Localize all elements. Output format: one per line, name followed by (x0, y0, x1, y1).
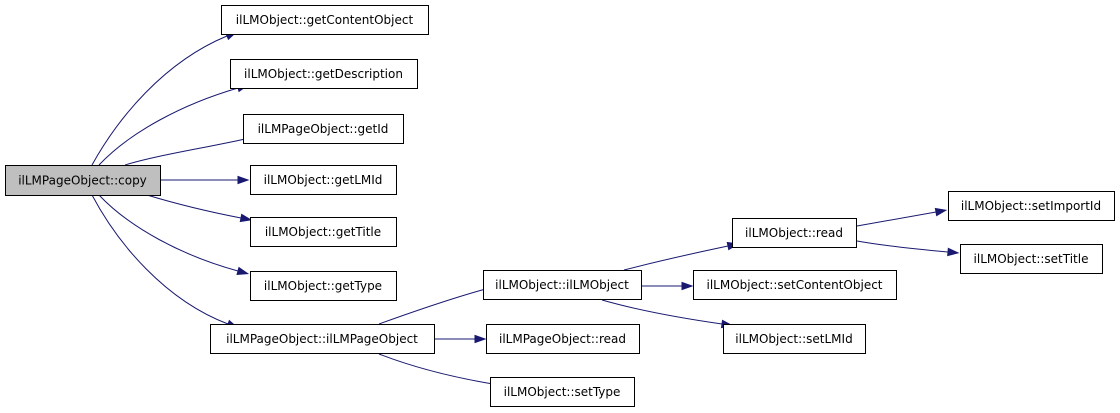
arrowhead-icon (236, 266, 250, 276)
node-label: ilLMObject::read (745, 226, 843, 240)
node-label: ilLMObject::setTitle (974, 252, 1089, 266)
node-n2[interactable]: ilLMObject::getDescription (230, 59, 418, 89)
node-label: ilLMObject::setLMId (735, 332, 852, 346)
nodes-layer: ilLMPageObject::copy ilLMObject::getConte… (5, 5, 1115, 407)
edge-root-to-n6 (98, 194, 250, 276)
edge-line (378, 353, 494, 385)
node-box (230, 59, 418, 89)
node-root[interactable]: ilLMPageObject::copy (5, 165, 161, 196)
node-n15[interactable]: ilLMObject::setTitle (960, 244, 1103, 274)
node-box (250, 271, 397, 301)
edge-line (601, 299, 723, 325)
node-label: ilLMPageObject::ilLMPageObject (226, 332, 418, 346)
node-label: ilLMObject::getDescription (244, 67, 403, 81)
edge-line (98, 87, 239, 166)
arrowhead-icon (237, 175, 250, 185)
arrowhead-icon (681, 281, 694, 291)
node-box (250, 217, 397, 247)
node-n6[interactable]: ilLMObject::getType (250, 271, 397, 301)
node-box (221, 5, 429, 35)
edge-n11-to-n14 (856, 207, 948, 227)
edge-line (856, 240, 949, 253)
node-label: ilLMObject::setContentObject (706, 278, 882, 292)
edge-line (98, 194, 239, 272)
arrowhead-icon (947, 247, 960, 257)
edge-n8-to-n12 (641, 281, 694, 291)
node-label: ilLMObject::ilLMObject (495, 278, 629, 292)
edge-n8-to-n11 (623, 241, 740, 271)
edge-line (856, 211, 937, 227)
node-n13[interactable]: ilLMObject::setLMId (723, 324, 866, 354)
edge-line (378, 286, 494, 325)
node-box (732, 218, 857, 248)
node-n14[interactable]: ilLMObject::setImportId (948, 191, 1115, 221)
node-box (483, 270, 642, 300)
node-label: ilLMObject::getContentObject (236, 13, 414, 27)
node-n8[interactable]: ilLMObject::ilLMObject (483, 270, 642, 300)
edge-line (146, 194, 242, 219)
node-n12[interactable]: ilLMObject::setContentObject (693, 270, 897, 300)
edge-n7-to-n10 (378, 353, 505, 389)
node-n5[interactable]: ilLMObject::getTitle (250, 217, 397, 247)
edge-line (124, 138, 246, 166)
node-label: ilLMObject::setType (504, 385, 621, 399)
edge-line (623, 245, 729, 271)
arrowhead-icon (239, 213, 253, 223)
node-label: ilLMObject::getLMId (264, 173, 383, 187)
node-box (486, 324, 640, 354)
node-box (210, 324, 435, 354)
edge-root-to-n7 (91, 194, 239, 329)
node-box (5, 165, 161, 196)
node-n11[interactable]: ilLMObject::read (732, 218, 857, 248)
edge-root-to-n2 (98, 83, 250, 166)
node-box (693, 270, 897, 300)
edge-root-to-n3 (124, 134, 257, 166)
arrowhead-icon (934, 207, 948, 217)
node-n10[interactable]: ilLMObject::setType (490, 377, 635, 407)
node-label: ilLMPageObject::copy (18, 174, 147, 188)
node-n1[interactable]: ilLMObject::getContentObject (221, 5, 429, 35)
node-box (490, 377, 635, 407)
edge-n11-to-n15 (856, 240, 960, 257)
node-box (723, 324, 866, 354)
node-label: ilLMPageObject::read (499, 332, 626, 346)
node-n7[interactable]: ilLMPageObject::ilLMPageObject (210, 324, 435, 354)
node-n4[interactable]: ilLMObject::getLMId (250, 165, 397, 195)
edge-n7-to-n9 (434, 334, 487, 344)
node-label: ilLMObject::getType (264, 279, 382, 293)
edge-line (91, 35, 228, 166)
node-n9[interactable]: ilLMPageObject::read (486, 324, 640, 354)
edge-root-to-n5 (146, 194, 253, 223)
edge-n8-to-n13 (601, 299, 734, 329)
node-box (250, 165, 397, 195)
edge-line (91, 194, 229, 325)
edge-root-to-n4 (160, 175, 250, 185)
node-label: ilLMObject::setImportId (961, 199, 1101, 213)
arrowhead-icon (474, 334, 487, 344)
node-n3[interactable]: ilLMPageObject::getId (243, 114, 404, 144)
node-label: ilLMPageObject::getId (258, 122, 389, 136)
node-label: ilLMObject::getTitle (265, 225, 381, 239)
node-box (948, 191, 1115, 221)
node-box (243, 114, 404, 144)
node-box (960, 244, 1103, 274)
